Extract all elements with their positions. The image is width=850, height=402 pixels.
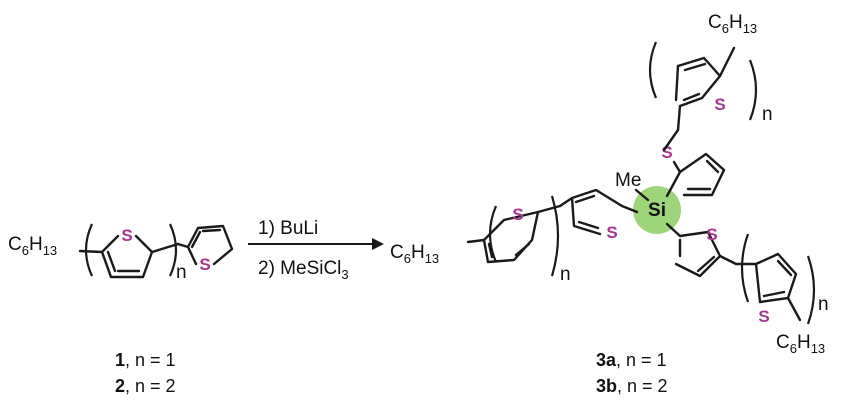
hexyl-label-upper: C6H13 — [708, 12, 757, 36]
repeat-index-lower: n — [818, 294, 829, 315]
repeat-bracket-left — [648, 41, 658, 99]
product-arm-left: S n S C6H13 — [390, 188, 639, 285]
thiophene-ring-repeat: S — [78, 226, 180, 279]
sulfur-atom: S — [606, 223, 617, 242]
hexyl-label-left: C6H13 — [390, 242, 439, 266]
reagent-step-2: 2) MeSiCl3 — [258, 258, 349, 282]
sulfur-atom: S — [758, 307, 769, 326]
repeat-bracket-right — [550, 195, 560, 277]
starting-material: C6H13 n S S — [8, 223, 234, 283]
repeat-bracket-right — [169, 223, 178, 277]
repeat-index-left: n — [560, 264, 571, 285]
sulfur-atom: S — [706, 225, 717, 244]
sulfur-atom: S — [714, 95, 725, 114]
hexyl-label-start: C6H13 — [8, 234, 57, 258]
reaction-arrow — [248, 238, 384, 250]
compound-label-3b: 3b, n = 2 — [596, 376, 668, 396]
compound-label-1: 1, n = 1 — [115, 350, 176, 370]
compound-label-3a: 3a, n = 1 — [596, 350, 667, 370]
silicon-atom: Si — [648, 200, 666, 221]
product-arm-upper: S n S C6H13 — [648, 12, 773, 198]
compound-label-2: 2, n = 2 — [115, 376, 176, 396]
repeat-index-upper: n — [762, 104, 773, 125]
repeat-index-start: n — [176, 262, 187, 283]
reagent-step-1: 1) BuLi — [258, 218, 318, 239]
sulfur-atom: S — [199, 255, 210, 274]
repeat-bracket-right — [748, 59, 758, 121]
thiophene-ring-terminal: S — [176, 224, 234, 274]
sulfur-atom: S — [512, 205, 523, 224]
product-arm-lower: S n S C6H13 — [665, 222, 829, 356]
repeat-bracket-left — [740, 233, 750, 303]
product-molecule: Si Me S n S C6H13 — [390, 12, 829, 356]
repeat-bracket-right — [806, 255, 816, 325]
repeat-bracket-left — [84, 223, 93, 277]
sulfur-atom: S — [661, 143, 672, 162]
hexyl-label-lower: C6H13 — [776, 332, 825, 356]
methyl-group: Me — [615, 170, 641, 191]
sulfur-atom: S — [121, 226, 132, 245]
